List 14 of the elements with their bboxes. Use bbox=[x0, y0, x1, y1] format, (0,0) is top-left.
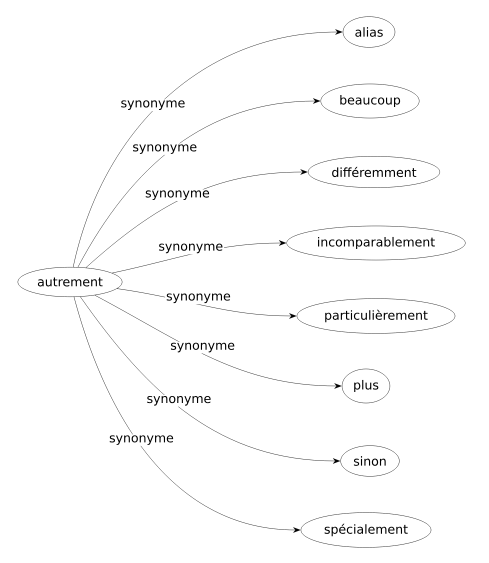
arrow bbox=[94, 295, 342, 389]
edge-label: synonyme bbox=[165, 292, 232, 304]
edge-label: synonyme bbox=[144, 189, 211, 202]
edge-label: synonyme bbox=[120, 99, 186, 111]
arrow bbox=[86, 169, 308, 268]
arrow bbox=[74, 296, 300, 533]
arrow bbox=[78, 98, 320, 268]
edge-label: synonyme bbox=[146, 394, 212, 407]
arrow bbox=[80, 296, 340, 464]
arrow bbox=[72, 29, 342, 268]
edge-label: synonyme bbox=[108, 434, 175, 446]
edge-label: synonyme bbox=[157, 242, 224, 254]
edge-label: synonyme bbox=[131, 143, 198, 155]
edge-label: synonyme bbox=[169, 342, 236, 354]
